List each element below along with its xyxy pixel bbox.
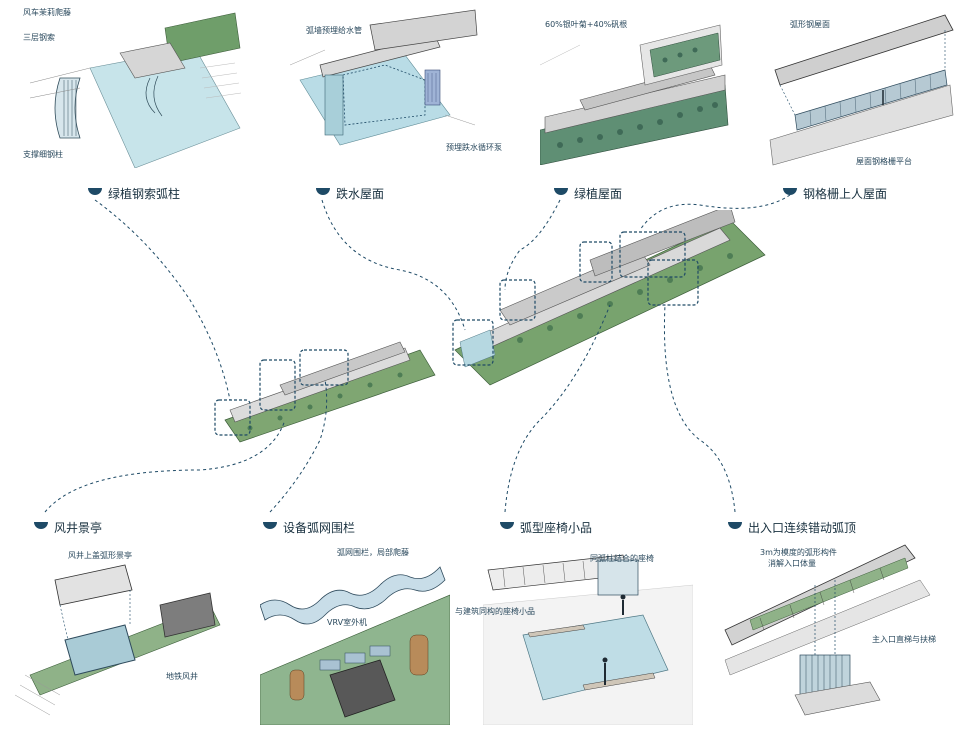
title-bullet-icon — [554, 188, 568, 195]
panel-green-roof — [540, 5, 730, 165]
panel-green-cable-column-drawing — [29, 12, 242, 168]
label-three-cables: 三层钢索 — [23, 33, 55, 42]
label-green-mix: 60%银叶菊+40%矾根 — [545, 20, 628, 29]
label-isomorphic-bench: 与建筑同构的座椅小品 — [455, 607, 535, 616]
title-green-cable-column: 绿植钢索弧柱 — [88, 185, 180, 202]
title-bullet-icon — [783, 188, 797, 195]
title-arc-bench: 弧型座椅小品 — [500, 519, 592, 536]
title-entrance-arcs: 出入口连续错动弧顶 — [728, 519, 856, 536]
label-column-bench: 同弧柱结合的座椅 — [590, 554, 654, 563]
panel-entrance-arcs-drawing — [724, 544, 931, 716]
label-reduce-volume: 消解入口体量 — [768, 559, 816, 568]
panel-steel-grid-roof-drawing — [769, 14, 954, 166]
label-module-arc: 3m为模度的弧形构件 — [760, 548, 837, 557]
title-bullet-icon — [34, 522, 48, 529]
label-grid-platform: 屋面钢格栅平台 — [856, 157, 912, 166]
master-axonometric-drawing — [214, 210, 766, 443]
label-metro-shaft: 地铁风井 — [166, 672, 198, 681]
title-green-roof: 绿植屋面 — [554, 185, 622, 202]
panel-shaft-pavilion — [10, 545, 225, 725]
label-arc-mesh-fence: 弧网围栏，局部爬藤 — [337, 548, 409, 557]
label-steel-column: 支撑细钢柱 — [23, 150, 63, 159]
title-cascade-roof: 跌水屋面 — [316, 185, 384, 202]
title-bullet-icon — [88, 188, 102, 195]
label-main-entrance: 主入口直梯与扶梯 — [872, 635, 936, 644]
title-equipment-fence: 设备弧网围栏 — [263, 519, 355, 536]
label-vine: 风车茉莉爬藤 — [23, 8, 71, 17]
panel-entrance-arcs — [720, 540, 955, 725]
label-arc-steel-roof: 弧形钢屋面 — [790, 20, 830, 29]
title-steel-grid-roof: 钢格栅上人屋面 — [783, 185, 887, 202]
panel-equipment-fence — [260, 555, 450, 725]
master-axonometric — [210, 210, 770, 450]
panel-green-cable-column — [20, 8, 245, 168]
panel-cascade-roof — [285, 5, 480, 165]
title-bullet-icon — [728, 522, 742, 529]
label-pump: 预埋跌水循环泵 — [446, 143, 502, 152]
label-pavilion-cover: 风井上盖弧形景亭 — [68, 551, 132, 560]
panel-green-roof-drawing — [540, 24, 729, 165]
title-bullet-icon — [500, 522, 514, 529]
panel-arc-bench — [483, 545, 693, 725]
panel-cascade-roof-drawing — [289, 9, 478, 146]
title-bullet-icon — [263, 522, 277, 529]
label-water-pipe: 弧墙预埋给水管 — [306, 26, 362, 35]
title-bullet-icon — [316, 188, 330, 195]
label-vrv-unit: VRV室外机 — [327, 618, 368, 627]
title-shaft-pavilion: 风井景亭 — [34, 519, 102, 536]
panel-arc-bench-drawing — [483, 554, 693, 725]
panel-shaft-pavilion-drawing — [14, 564, 221, 716]
panel-steel-grid-roof — [765, 5, 955, 170]
panel-equipment-fence-drawing — [260, 566, 450, 725]
